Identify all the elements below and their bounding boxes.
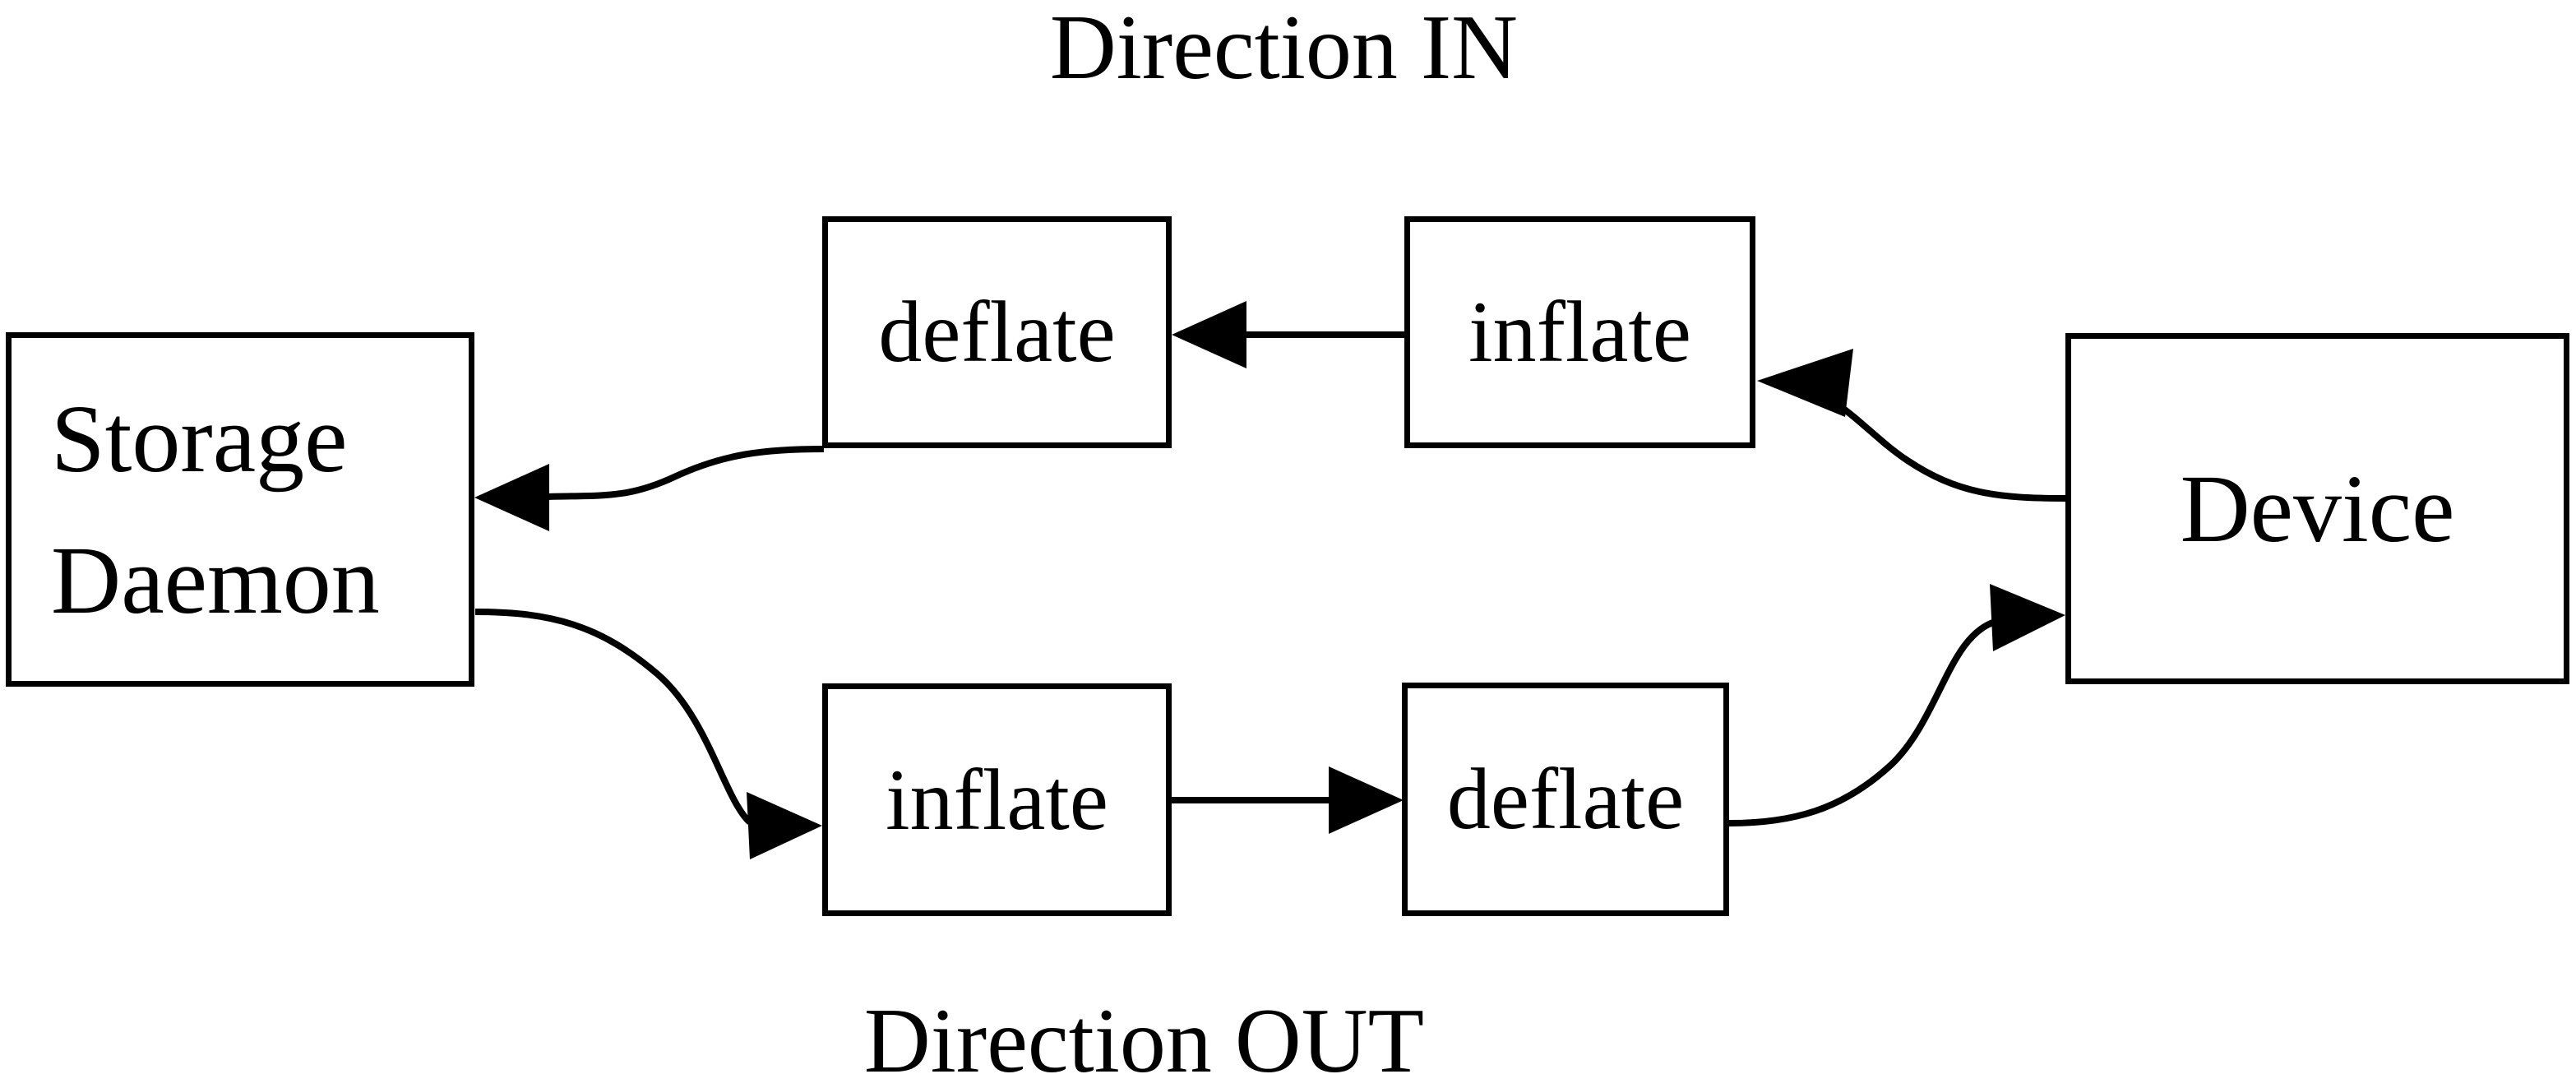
arrow-head-right [1990,584,2065,651]
arrow-head-left [1172,301,1246,368]
arrow-head-right [1329,766,1404,834]
arrow-head-left [474,464,549,531]
node-storage-daemon-line1: Storage [51,385,348,493]
node-deflate-in-label: deflate [878,284,1116,380]
node-inflate-in-label: inflate [1468,284,1691,380]
edge-inflate-out-to-deflate-out [1172,766,1404,834]
node-storage-daemon[interactable]: Storage Daemon [6,332,474,687]
node-inflate-out-label: inflate [886,751,1108,848]
edge-device-to-inflate-in [1757,349,2066,502]
node-inflate-out[interactable]: inflate [822,683,1172,916]
node-storage-daemon-line2: Daemon [51,525,380,634]
caption-direction-out: Direction OUT [863,990,1425,1088]
arrow-head-right [747,792,822,859]
node-deflate-in[interactable]: deflate [822,216,1172,448]
edge-deflate-in-to-storage-daemon [474,446,825,531]
edge-deflate-out-to-device [1728,584,2065,826]
node-deflate-out[interactable]: deflate [1402,683,1729,916]
caption-direction-in: Direction IN [1049,0,1519,99]
node-device-label: Device [2180,454,2455,563]
node-device[interactable]: Device [2065,333,2569,684]
edge-storage-daemon-to-inflate-out [474,609,822,859]
arrow-head-left [1757,349,1853,417]
node-deflate-out-label: deflate [1446,751,1685,847]
node-inflate-in[interactable]: inflate [1404,216,1755,448]
